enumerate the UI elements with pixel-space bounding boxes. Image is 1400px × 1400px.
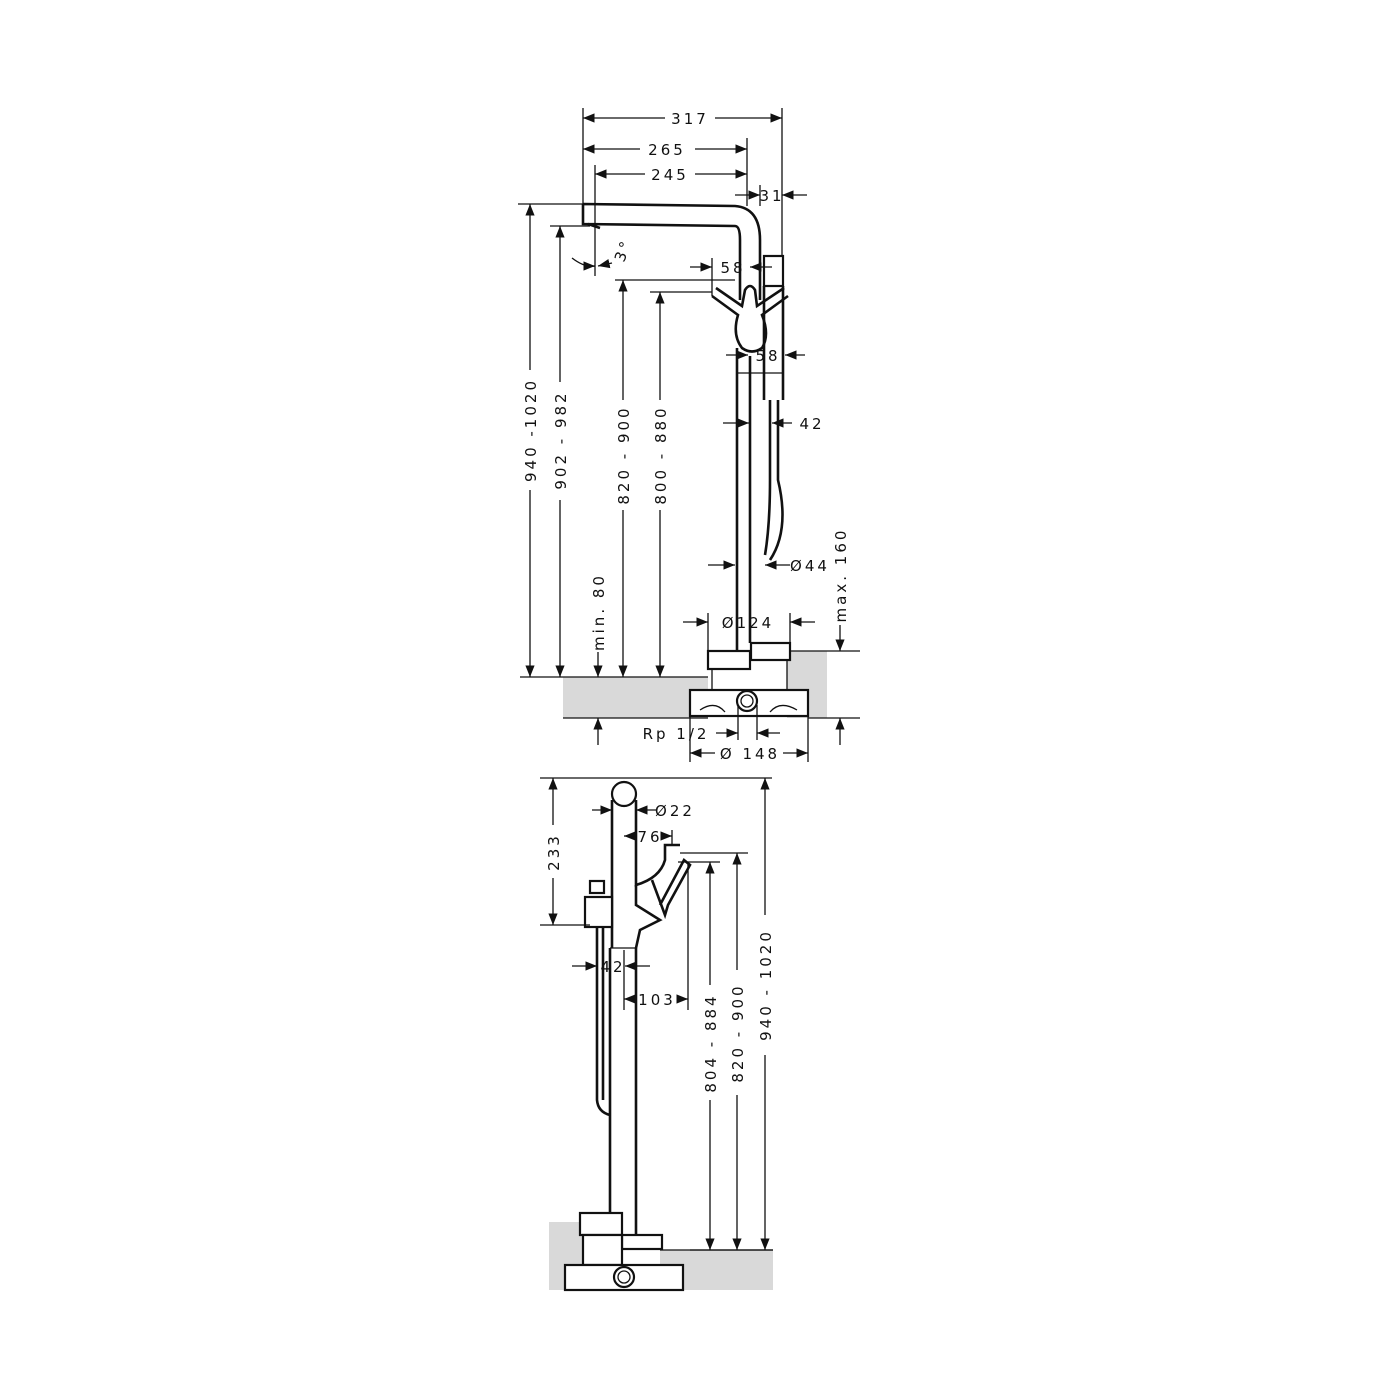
dim-angle: 3° [611,236,636,264]
dim-rp-1-2: Rp 1/2 [643,725,710,743]
column [735,348,752,670]
front-view: 233 Ø22 76 42 103 804 - 884 820 - 900 94… [540,777,775,1292]
dim-42-front: 42 [600,958,625,976]
mixer-lever [711,284,789,353]
dim-42-side: 42 [799,415,824,433]
dim-940-1020-front: 940 - 1020 [757,929,775,1041]
front-lever [650,857,692,920]
dim-820-900-front: 820 - 900 [729,983,747,1082]
dim-902-982: 902 - 982 [552,390,570,489]
dim-800-880: 800 - 880 [652,405,670,504]
dim-940-1020-side: 940 -1020 [522,378,540,482]
diverter-knob [588,879,606,895]
dim-dia-44: Ø44 [790,557,830,575]
dim-31: 31 [759,187,784,205]
dim-max-160: max. 160 [832,528,850,623]
front-base-riser [581,1233,624,1267]
front-column [608,948,638,1235]
spout-head [610,780,638,808]
side-view: 317 265 245 31 3° 58 58 42 [518,108,860,763]
dim-317: 317 [671,110,709,128]
front-connection-port [612,1265,636,1289]
hand-shower-head [762,254,785,288]
dim-58-top: 58 [720,259,745,277]
dim-dia-148: Ø 148 [720,745,780,763]
dim-dia-124: Ø124 [722,614,774,632]
front-hose [595,927,611,1117]
dim-58-bottom: 58 [755,347,780,365]
connection-port [735,689,759,713]
dim-76: 76 [637,828,662,846]
dim-dia-22: Ø22 [655,802,695,820]
dim-804-884: 804 - 884 [702,993,720,1092]
dim-265: 265 [648,141,686,159]
dim-245: 245 [651,166,689,184]
dim-min-80: min. 80 [590,573,608,651]
dim-233: 233 [545,833,563,871]
spout [581,202,762,300]
base-cap [749,641,792,662]
floor-section [563,677,708,718]
dim-820-900-side: 820 - 900 [615,405,633,504]
front-base-cap [578,1211,624,1237]
shower-connector [583,895,614,929]
hose [763,400,784,561]
dim-103: 103 [638,991,676,1009]
front-base-plate [620,1233,664,1251]
base-plate [706,649,752,671]
